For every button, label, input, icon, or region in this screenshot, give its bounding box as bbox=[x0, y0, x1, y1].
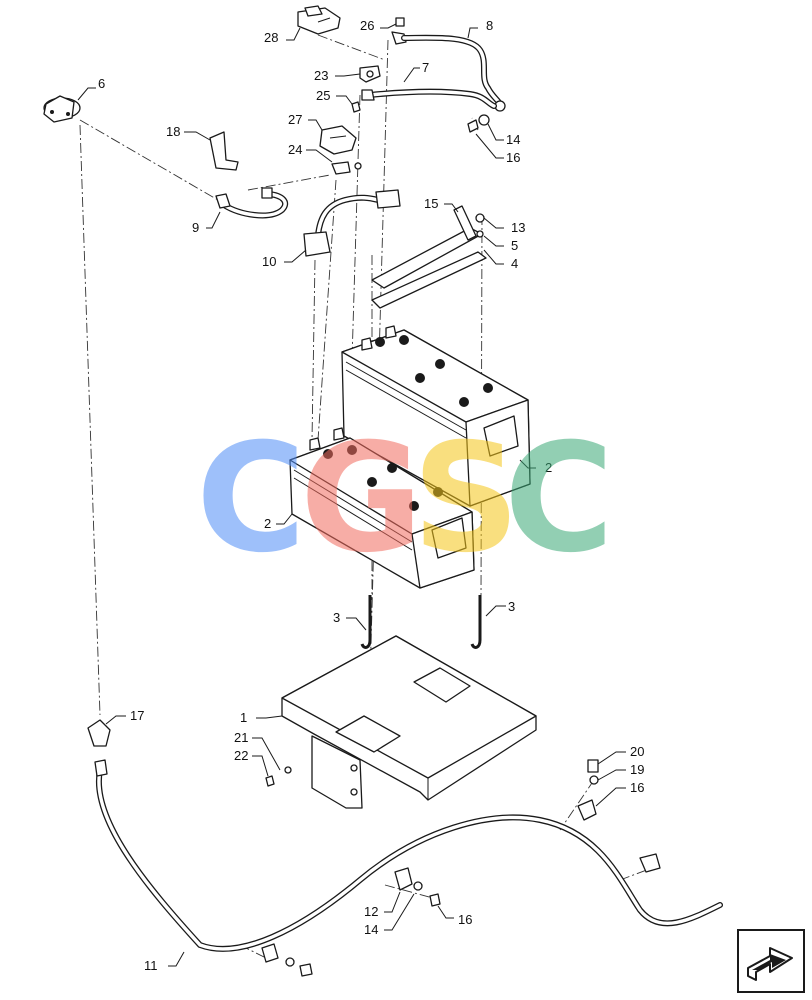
watermark-letter-4: C bbox=[504, 412, 614, 586]
callout-13: 13 bbox=[511, 220, 525, 235]
watermark-letter-3: S bbox=[412, 412, 520, 586]
callout-11: 11 bbox=[144, 958, 158, 973]
jumper-cable-9 bbox=[215, 187, 289, 219]
callout-2a: 2 bbox=[545, 460, 552, 475]
callout-16c: 16 bbox=[458, 912, 472, 927]
battery-switch-6 bbox=[43, 95, 81, 123]
cable-clamps bbox=[261, 759, 661, 977]
clamp-23 bbox=[359, 65, 381, 83]
callout-15: 15 bbox=[424, 196, 438, 211]
bolt-25 bbox=[351, 101, 361, 113]
callout-26: 26 bbox=[360, 18, 374, 33]
callout-18: 18 bbox=[166, 124, 180, 139]
callout-5: 5 bbox=[511, 238, 518, 253]
callout-2b: 2 bbox=[264, 516, 271, 531]
callout-9: 9 bbox=[192, 220, 199, 235]
terminal-boot-17 bbox=[87, 719, 111, 747]
battery-cable-7 bbox=[361, 88, 497, 109]
callout-27: 27 bbox=[288, 112, 302, 127]
ground-cable-11 bbox=[94, 759, 723, 952]
callout-20: 20 bbox=[630, 744, 644, 759]
callout-23: 23 bbox=[314, 68, 328, 83]
battery-cable-8 bbox=[391, 31, 506, 112]
watermark-letter-1: C bbox=[196, 412, 306, 586]
callout-6: 6 bbox=[98, 76, 105, 91]
callout-19: 19 bbox=[630, 762, 644, 777]
callout-14b: 14 bbox=[364, 922, 378, 937]
callout-4: 4 bbox=[511, 256, 518, 271]
j-bolt-3-right bbox=[470, 595, 482, 649]
callout-10: 10 bbox=[262, 254, 276, 269]
terminal-cover-27 bbox=[319, 125, 357, 155]
callout-labels: 1 2 2 3 3 4 5 6 7 8 9 10 11 12 13 14 14 … bbox=[98, 18, 644, 973]
cgsc-watermark-logo: C G S C bbox=[196, 412, 614, 586]
battery-lower-2 bbox=[289, 427, 475, 589]
bolt-26 bbox=[395, 17, 405, 27]
j-bolt-3-left bbox=[360, 595, 372, 649]
callout-24: 24 bbox=[288, 142, 302, 157]
callout-21: 21 bbox=[234, 730, 248, 745]
callout-12: 12 bbox=[364, 904, 378, 919]
callout-25: 25 bbox=[316, 88, 330, 103]
clamp-24 bbox=[331, 161, 362, 175]
watermark-letter-2: G bbox=[300, 412, 423, 586]
battery-upper-2 bbox=[341, 325, 531, 507]
callout-7: 7 bbox=[422, 60, 429, 75]
callout-16b: 16 bbox=[630, 780, 644, 795]
bolt-washer-14-16 bbox=[467, 114, 490, 133]
callout-leaders bbox=[77, 23, 626, 967]
jumper-cable-10 bbox=[303, 189, 401, 257]
callout-17: 17 bbox=[130, 708, 144, 723]
callout-1: 1 bbox=[240, 710, 247, 725]
callout-8: 8 bbox=[486, 18, 493, 33]
callout-3a: 3 bbox=[333, 610, 340, 625]
callout-22: 22 bbox=[234, 748, 248, 763]
bolt-21-22 bbox=[265, 766, 292, 787]
callout-14a: 14 bbox=[506, 132, 520, 147]
callout-16a: 16 bbox=[506, 150, 520, 165]
battery-tray-1 bbox=[281, 635, 537, 809]
hold-down-bar-15-4 bbox=[371, 205, 487, 309]
bracket-18 bbox=[209, 131, 239, 171]
callout-3b: 3 bbox=[508, 599, 515, 614]
terminal-cover-28 bbox=[297, 5, 341, 35]
callout-28: 28 bbox=[264, 30, 278, 45]
next-page-arrow-icon[interactable] bbox=[737, 929, 805, 993]
